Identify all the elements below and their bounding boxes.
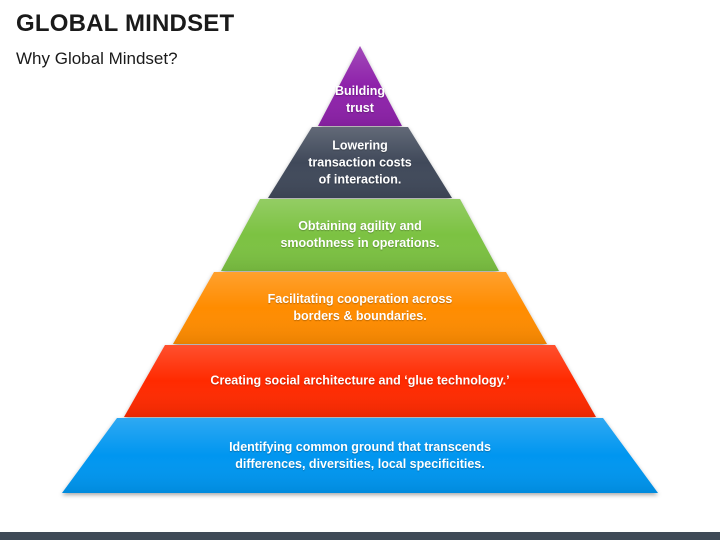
tier-obtaining-agility-label: Obtaining agility and smoothness in oper… [280, 219, 440, 250]
tier-common-ground-shading [62, 418, 658, 493]
tier-facilitating-cooperation-label: Facilitating cooperation across borders … [267, 292, 453, 323]
tier-building-trust-shading [318, 46, 402, 126]
tier-lowering-costs-shading [268, 127, 452, 198]
slide-subtitle: Why Global Mindset? [16, 49, 178, 68]
tier-obtaining-agility-shading [221, 199, 499, 271]
tier-lowering-costs-label: Lowering transaction costs of interactio… [308, 138, 412, 186]
footer-bar [0, 532, 720, 540]
tier-social-architecture-shading [124, 345, 596, 417]
tier-social-architecture-label: Creating social architecture and ‘glue t… [210, 373, 510, 388]
slide-title: GLOBAL MINDSET [16, 10, 235, 37]
tier-facilitating-cooperation-shading [173, 272, 547, 344]
tier-common-ground-label: Identifying common ground that transcend… [229, 439, 491, 471]
tier-building-trust-label: Building trust [335, 84, 385, 115]
